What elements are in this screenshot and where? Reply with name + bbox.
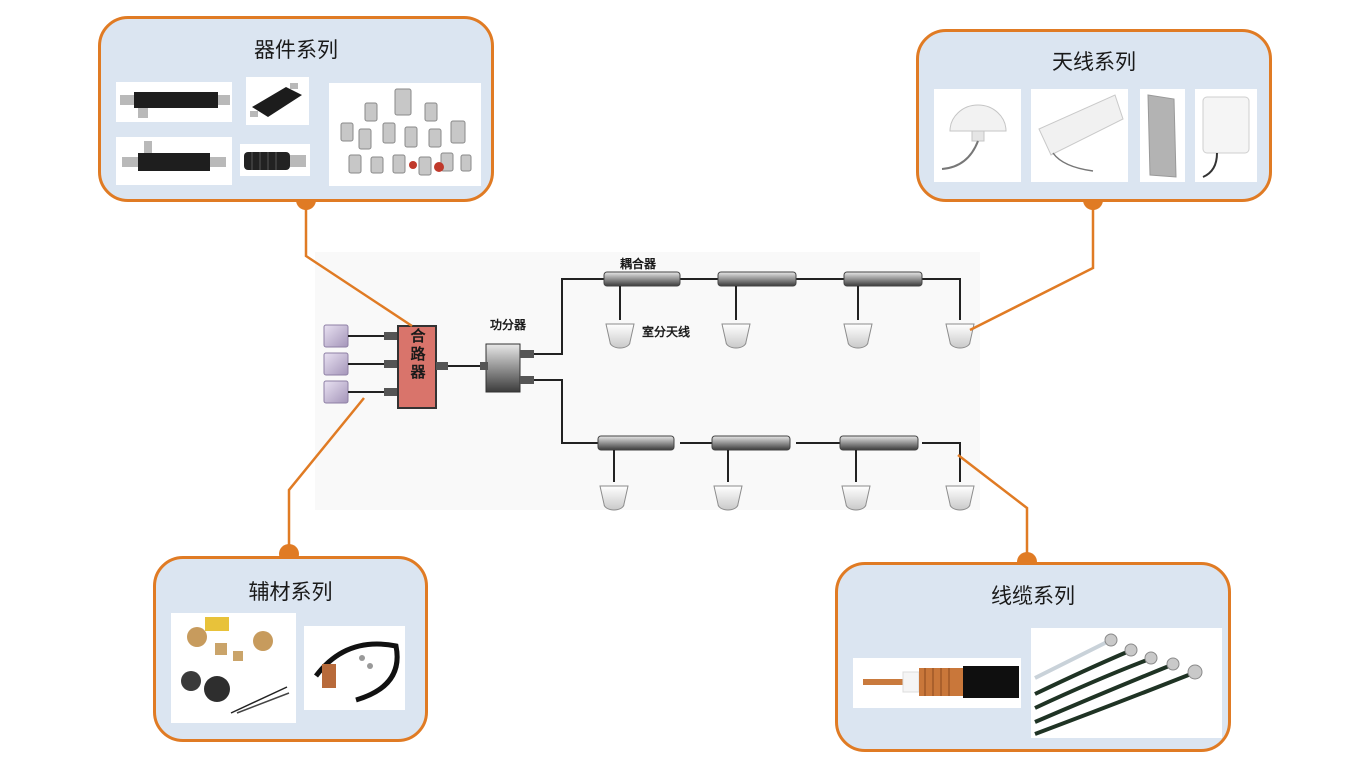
components-panel: 器件系列 <box>98 16 494 202</box>
antenna-drops <box>613 286 859 482</box>
combiner-box <box>397 325 437 409</box>
combiner-input-connectors <box>384 332 398 396</box>
splitter-label: 功分器 <box>490 317 527 332</box>
grounding-kit-image <box>304 626 405 710</box>
components-panel-title: 器件系列 <box>254 38 338 62</box>
jumper-cables-image <box>1031 628 1222 738</box>
accessories-panel-title: 辅材系列 <box>248 580 333 604</box>
power-splitter <box>480 343 534 393</box>
antenna-label: 室分天线 <box>642 324 690 339</box>
coupler-dark-image <box>116 137 232 185</box>
splitter-image <box>116 82 232 122</box>
panel-antenna-image <box>1140 89 1185 182</box>
callout-connectors <box>287 200 1095 562</box>
coaxial-cable-image <box>853 658 1021 708</box>
lower-couplers <box>597 435 919 451</box>
antennas-panel-title: 天线系列 <box>1052 50 1136 74</box>
combiner-label-text: 合 路 器 <box>410 327 426 381</box>
combiner-label: 合 路 器 <box>399 327 437 381</box>
load-image <box>240 144 310 176</box>
cables-panel: 线缆系列 <box>835 562 1231 752</box>
upper-couplers <box>603 271 923 287</box>
signal-source-boxes <box>323 324 349 404</box>
accessories-panel: 辅材系列 <box>153 556 428 742</box>
ceiling-antenna-image <box>934 89 1021 182</box>
connector-set-image <box>329 83 481 186</box>
antennas-panel: 天线系列 <box>916 29 1272 202</box>
source-feed-lines <box>348 335 390 393</box>
coupler-image <box>246 77 309 125</box>
cables-panel-title: 线缆系列 <box>991 584 1075 608</box>
coupler-label: 耦合器 <box>620 256 657 271</box>
feeder-lines <box>534 278 961 482</box>
lower-antennas <box>599 485 975 511</box>
wall-panel-antenna-image <box>1195 89 1257 182</box>
upper-antennas <box>605 323 975 349</box>
log-periodic-antenna-image <box>1031 89 1128 182</box>
installation-materials-image <box>171 613 296 723</box>
